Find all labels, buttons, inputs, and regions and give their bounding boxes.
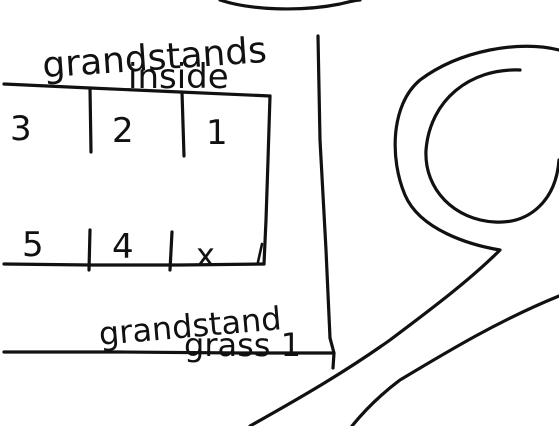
track-outer-loop [248,44,559,426]
top-arc [218,0,362,11]
section-3: 3 [10,109,32,149]
top-row-divider-2 [180,90,186,158]
boundary-vertical-line [316,34,332,340]
section-5: 5 [22,225,44,265]
track-inner-circle [424,68,559,224]
grass-bottom-edge [2,350,336,355]
grass-label: grass 1 [184,326,301,364]
bottom-row-divider-1 [87,228,92,272]
section-x: x [196,236,215,274]
section-1: 1 [206,113,228,153]
bottom-row-divider-2 [168,230,174,272]
section-2: 2 [112,111,134,151]
grass-right-edge [328,336,336,370]
seating-block-top-edge [2,82,272,98]
track-lower-road [350,294,559,426]
seating-block-right-edge [262,94,272,266]
right-edge-tick [256,242,264,264]
section-4: 4 [112,227,134,267]
top-row-divider-1 [88,86,93,154]
seating-block-bottom-edge [2,262,266,267]
